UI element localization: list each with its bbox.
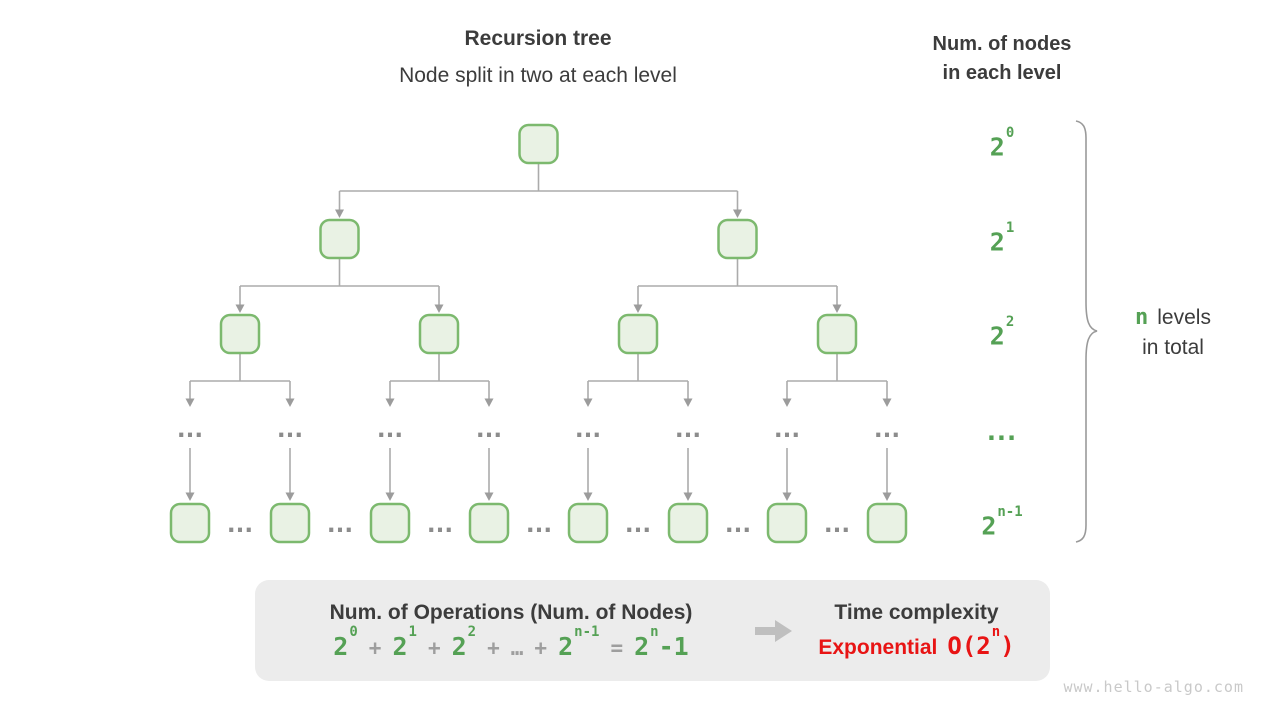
recursion-tree-canvas: ... ... ... ... ... ... ... ... ... ... … xyxy=(169,120,1098,544)
tree-node xyxy=(816,313,858,355)
ellipsis: ... xyxy=(575,417,601,443)
equals-operator: = xyxy=(610,635,624,660)
plus-operator: + xyxy=(427,635,441,660)
formula-term: 21 xyxy=(392,624,417,661)
ellipsis: ... xyxy=(427,512,453,538)
tree-node xyxy=(518,123,559,165)
ellipsis: ... xyxy=(725,512,751,538)
ellipsis: ... xyxy=(625,512,651,538)
tree-arrowheads xyxy=(185,209,892,501)
complexity-summary-box: Num. of Operations (Num. of Nodes) 20 + … xyxy=(255,580,1050,681)
tree-node xyxy=(219,313,261,355)
ellipsis: ... xyxy=(824,512,850,538)
level-count-2: 22 xyxy=(989,314,1015,351)
leaf-row-ellipsis: ... ... ... ... ... ... ... xyxy=(227,512,850,538)
tree-node xyxy=(269,502,311,544)
tree-node xyxy=(866,502,908,544)
operations-title: Num. of Operations (Num. of Nodes) xyxy=(329,600,693,624)
ellipsis: ... xyxy=(177,417,203,443)
ellipsis: ... xyxy=(277,417,303,443)
tree-node xyxy=(567,502,609,544)
plus-operator: + xyxy=(368,635,382,660)
figure-subtitle: Node split in two at each level xyxy=(399,64,677,87)
plus-operator: + xyxy=(534,635,548,660)
right-arrow-icon xyxy=(755,619,792,642)
ellipsis: ... xyxy=(675,417,701,443)
n-variable: n xyxy=(1135,305,1149,330)
formula-ellipsis: … xyxy=(510,635,524,660)
tree-node xyxy=(468,502,510,544)
nodes-per-level-header-line1: Num. of nodes xyxy=(932,33,1072,55)
tree-node xyxy=(369,502,411,544)
ellipsis: ... xyxy=(476,417,502,443)
tree-nodes xyxy=(169,123,908,544)
complexity-value: Exponential O(2n) xyxy=(809,624,1024,660)
levels-total-line2: in total xyxy=(1142,336,1204,359)
watermark: www.hello-algo.com xyxy=(1063,678,1244,696)
tree-node xyxy=(319,218,360,260)
operations-section: Num. of Operations (Num. of Nodes) 20 + … xyxy=(285,601,737,661)
tree-edges xyxy=(189,163,888,493)
tree-node xyxy=(667,502,709,544)
tree-node xyxy=(617,313,659,355)
tree-node xyxy=(717,218,758,260)
time-complexity-section: Time complexity Exponential O(2n) xyxy=(809,601,1024,660)
tree-ellipsis-row: ... ... ... ... ... ... ... ... xyxy=(177,417,900,443)
ellipsis: ... xyxy=(377,417,403,443)
time-complexity-title: Time complexity xyxy=(834,601,999,624)
ellipsis: ... xyxy=(227,512,253,538)
operations-formula: 20 + 21 + 22 + … + 2n-1 = 2n-1 xyxy=(285,624,737,661)
tree-node xyxy=(766,502,808,544)
formula-term: 2n-1 xyxy=(558,624,600,661)
ellipsis: ... xyxy=(526,512,552,538)
formula-term: 22 xyxy=(451,624,477,661)
plus-operator: + xyxy=(487,635,500,660)
tree-node xyxy=(418,313,460,355)
ellipsis: ... xyxy=(874,417,900,443)
level-count-last: 2n-1 xyxy=(981,504,1023,541)
level-count-0: 20 xyxy=(989,125,1015,162)
ellipsis: ... xyxy=(327,512,353,538)
level-count-ellipsis: ... xyxy=(986,418,1018,446)
formula-term: 20 xyxy=(333,624,358,661)
nodes-per-level-header-line2: in each level xyxy=(942,62,1062,84)
tree-node xyxy=(169,502,211,544)
levels-brace-icon xyxy=(1075,120,1098,543)
complexity-word: Exponential xyxy=(818,636,938,659)
figure-title: Recursion tree xyxy=(464,27,612,50)
ellipsis: ... xyxy=(774,417,800,443)
big-o-notation: O(2n) xyxy=(947,624,1015,660)
nodes-per-level-header: Num. of nodes in each level xyxy=(902,30,1102,88)
level-count-1: 21 xyxy=(989,220,1015,257)
formula-result: 2n-1 xyxy=(634,624,689,661)
